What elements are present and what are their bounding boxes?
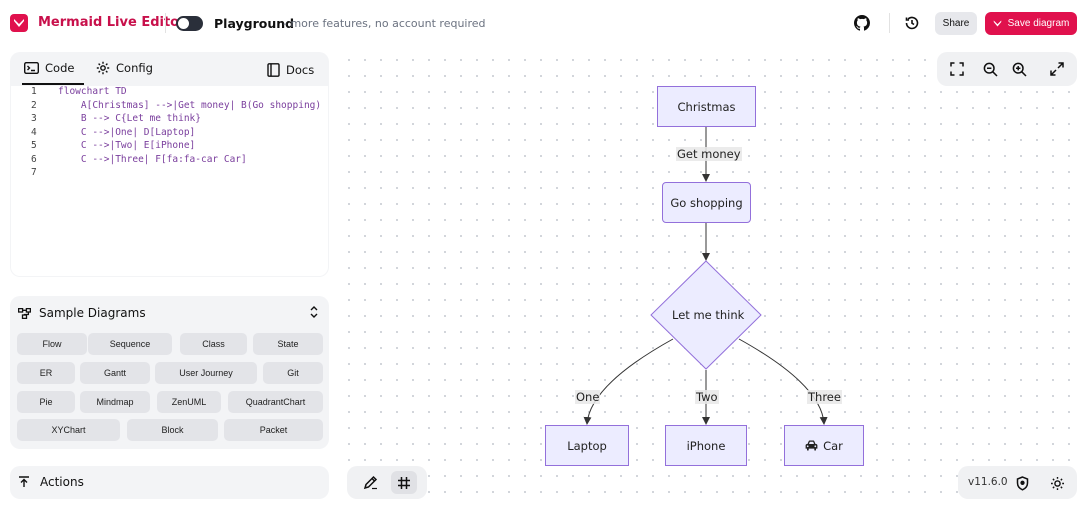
expand-icon[interactable] (1048, 60, 1066, 78)
terminal-icon (24, 62, 39, 74)
sample-class-button[interactable]: Class (180, 333, 247, 355)
playground-toggle[interactable] (176, 16, 203, 31)
node-let-me-think-label: Let me think (672, 308, 745, 322)
tab-config[interactable]: Config (96, 61, 153, 75)
edge-label-three: Three (807, 390, 842, 404)
book-icon (267, 63, 280, 77)
header-divider (165, 13, 166, 33)
sample-quadrantchart-button[interactable]: QuadrantChart (228, 391, 323, 413)
zoom-out-icon[interactable] (981, 60, 999, 78)
upload-icon (19, 476, 29, 487)
mermaid-logo-icon[interactable] (10, 14, 28, 32)
sample-diagrams-title: Sample Diagrams (39, 306, 146, 320)
actions-label: Actions (40, 475, 84, 489)
line-number: 3 (31, 113, 37, 124)
save-diagram-button[interactable]: Save diagram (985, 12, 1077, 35)
version-label: v11.6.0 (968, 476, 1008, 488)
edge-label-two: Two (695, 390, 719, 404)
line-number: 4 (31, 126, 37, 138)
sample-flow-button[interactable]: Flow (17, 333, 87, 355)
pencil-icon[interactable] (357, 471, 383, 494)
code-text: C -->|Three| F[fa:fa-car Car] (58, 153, 247, 165)
editor-tabs: Code Config Docs (10, 52, 329, 86)
mermaid-logo-icon (993, 20, 1001, 27)
sample-mindmap-button[interactable]: Mindmap (80, 391, 150, 413)
shield-icon[interactable] (1013, 474, 1031, 492)
node-car[interactable]: Car (784, 425, 864, 466)
tab-active-indicator (22, 83, 84, 85)
sample-block-button[interactable]: Block (127, 419, 218, 441)
tab-config-label: Config (116, 61, 153, 75)
editor-panel: Code Config Docs 1 flowchart TD 2 A[Chris… (10, 52, 329, 277)
code-text: C -->|Two| E[iPhone] (58, 140, 196, 151)
code-line: 2 A[Christmas] -->|Get money| B(Go shopp… (11, 100, 328, 114)
actions-header[interactable]: Actions (18, 475, 84, 489)
canvas-bottom-tools (347, 466, 427, 499)
app-header: Mermaid Live Editor Playground - more fe… (0, 0, 1080, 46)
playground-subtitle: - more features, no account required (283, 17, 486, 30)
line-number: 2 (31, 99, 37, 111)
node-iphone[interactable]: iPhone (665, 425, 747, 466)
header-divider (889, 13, 890, 33)
sample-er-button[interactable]: ER (17, 362, 75, 384)
edge-label-one: One (575, 390, 601, 404)
chevron-up-icon[interactable] (308, 304, 320, 323)
sample-user-journey-button[interactable]: User Journey (155, 362, 257, 384)
sample-diagrams-header[interactable]: Sample Diagrams (18, 306, 146, 320)
version-bar: v11.6.0 (958, 466, 1077, 499)
app-title[interactable]: Mermaid Live Editor (38, 15, 186, 30)
sample-gantt-button[interactable]: Gantt (80, 362, 150, 384)
zoom-in-icon[interactable] (1010, 60, 1028, 78)
code-line: 4 C -->|One| D[Laptop] (11, 127, 328, 141)
code-text: flowchart TD (58, 86, 127, 97)
code-editor[interactable]: 1 flowchart TD 2 A[Christmas] -->|Get mon… (11, 86, 328, 276)
code-text: C -->|One| D[Laptop] (58, 126, 196, 138)
sample-sequence-button[interactable]: Sequence (88, 333, 172, 355)
code-line: 1 flowchart TD (11, 86, 328, 100)
share-button[interactable]: Share (935, 12, 977, 35)
github-icon[interactable] (853, 14, 871, 32)
sample-git-button[interactable]: Git (263, 362, 323, 384)
line-number: 5 (31, 140, 37, 151)
tab-code[interactable]: Code (24, 61, 74, 75)
line-number: 1 (31, 86, 37, 97)
sample-diagrams-panel: Sample Diagrams Flow Sequence Class Stat… (10, 296, 329, 449)
code-line: 5 C -->|Two| E[iPhone] (11, 140, 328, 154)
sample-packet-button[interactable]: Packet (224, 419, 323, 441)
canvas-toolbar (937, 52, 1077, 86)
save-diagram-label: Save diagram (1007, 18, 1070, 29)
node-go-shopping[interactable]: Go shopping (662, 182, 751, 223)
line-number: 6 (31, 153, 37, 165)
tab-docs-label: Docs (286, 63, 315, 77)
code-line: 7 (11, 167, 328, 181)
node-christmas[interactable]: Christmas (657, 86, 756, 127)
edge-label-get-money: Get money (676, 147, 742, 161)
sun-icon[interactable] (1048, 474, 1066, 492)
grid-icon[interactable] (391, 471, 417, 494)
node-laptop[interactable]: Laptop (545, 425, 629, 466)
node-car-label: Car (823, 438, 843, 453)
code-line: 3 B --> C{Let me think} (11, 113, 328, 127)
sample-xychart-button[interactable]: XYChart (17, 419, 120, 441)
car-icon (805, 440, 818, 451)
code-line: 6 C -->|Three| F[fa:fa-car Car] (11, 154, 328, 168)
code-text: B --> C{Let me think} (58, 113, 201, 124)
history-icon[interactable] (903, 14, 921, 32)
tab-code-label: Code (45, 61, 75, 75)
sample-pie-button[interactable]: Pie (17, 391, 75, 413)
playground-label: Playground (214, 16, 295, 31)
line-number: 7 (31, 167, 37, 178)
diagram-icon (18, 307, 31, 319)
gear-icon (96, 61, 110, 75)
actions-panel[interactable]: Actions (10, 466, 329, 499)
tab-docs[interactable]: Docs (267, 63, 314, 77)
fullscreen-icon[interactable] (948, 60, 966, 78)
sample-state-button[interactable]: State (253, 333, 323, 355)
sample-zenuml-button[interactable]: ZenUML (157, 391, 221, 413)
code-text: A[Christmas] -->|Get money| B(Go shoppin… (58, 99, 322, 111)
